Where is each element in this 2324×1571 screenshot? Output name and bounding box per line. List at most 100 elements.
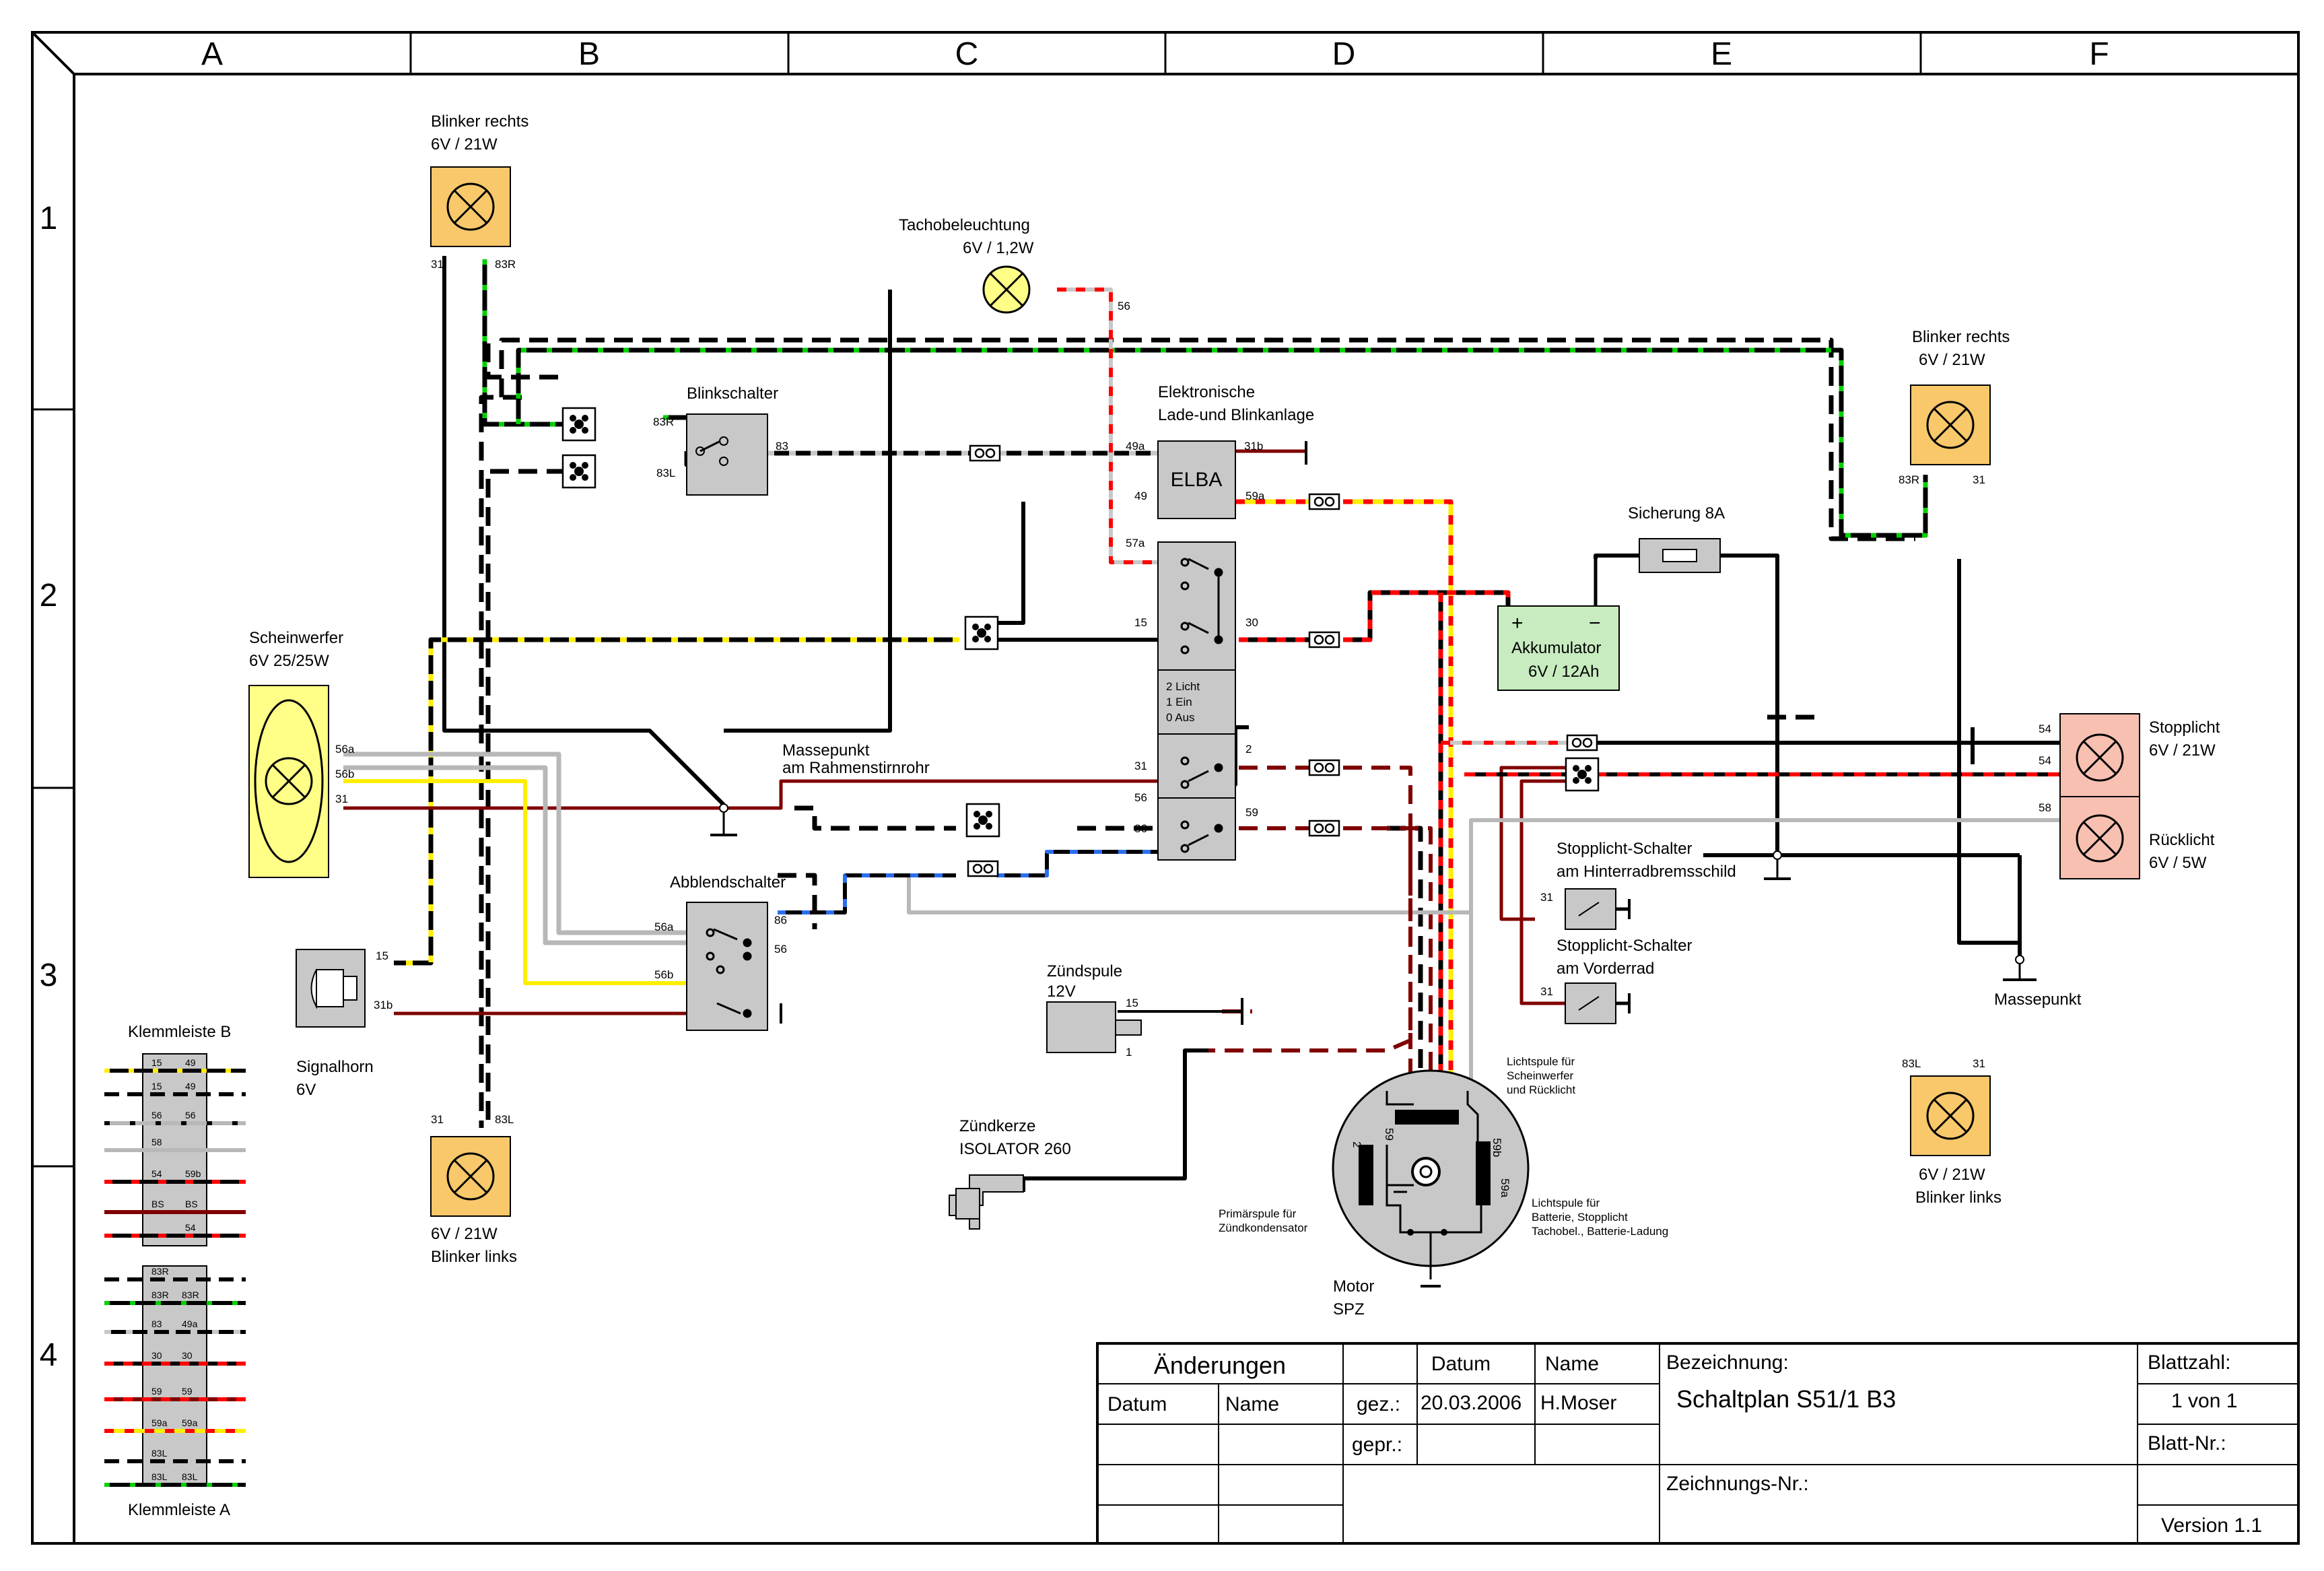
zuendspule: Zündspule 12V 15 1: [1046, 962, 1142, 1059]
label: Stopplicht-Schalter: [1557, 937, 1692, 955]
pin-label: 56: [1134, 791, 1147, 804]
klemmleiste-a-cells: 83R 83R 83R 83 49a 30 30 59 59 59a 59a 8…: [151, 1266, 199, 1482]
pin-label: 83R: [1899, 473, 1919, 486]
motor-annotations: Lichtspule für Scheinwerfer und Rücklich…: [1219, 1055, 1668, 1238]
label: Zündkondensator: [1219, 1222, 1308, 1234]
pin-label: 2: [1245, 743, 1252, 756]
label: Rücklicht: [2149, 831, 2215, 849]
klemmleiste-a: 83R 83R 83R 83 49a 30 30 59 59 59a 59a 8…: [104, 1265, 246, 1519]
label: Klemmleiste B: [128, 1023, 231, 1041]
label: Lichtspule für: [1532, 1197, 1600, 1209]
pin-label: 59: [1245, 806, 1258, 819]
label: und Rücklicht: [1507, 1083, 1575, 1096]
wires: [343, 256, 2060, 1192]
pin-label: 54: [185, 1222, 196, 1233]
signalhorn: 15 31b Signalhorn 6V: [296, 949, 392, 1099]
pin-label: 56: [185, 1110, 196, 1121]
label: Sicherung 8A: [1628, 504, 1725, 523]
pin-label: 56: [774, 943, 787, 956]
col-label: D: [1332, 36, 1356, 72]
pin-label: 59a: [151, 1417, 168, 1428]
massepunkt: Massepunkt: [1994, 955, 2082, 1009]
scheinwerfer: Scheinwerfer 6V 25/25W 56a 56b 31: [248, 629, 355, 878]
label: Blattzahl:: [2148, 1351, 2230, 1374]
pin-label: 59: [151, 1386, 162, 1397]
row-label: 2: [40, 578, 58, 613]
motor-spz: 2 59 59b 59a Motor SPZ: [1332, 1069, 1530, 1318]
label: Datum: [1431, 1353, 1491, 1375]
date-value: 20.03.2006: [1421, 1392, 1522, 1414]
pin-label: 86: [774, 914, 787, 927]
pin-label: 59a: [182, 1417, 198, 1428]
pin-label: 83R: [495, 258, 516, 271]
pin-label: 54: [2039, 754, 2051, 767]
pin-label: 31: [1973, 1057, 1985, 1070]
pin-label: 58: [151, 1137, 162, 1147]
label: Name: [1545, 1353, 1599, 1375]
label: Tachobel., Batterie-Ladung: [1532, 1225, 1668, 1238]
label: Blinker rechts: [431, 112, 528, 131]
pin-label: 83L: [151, 1471, 168, 1482]
label: Primärspule für: [1219, 1207, 1297, 1220]
label: Abblendschalter: [670, 873, 786, 892]
label: Blinker links: [1915, 1189, 2002, 1207]
col-label: A: [201, 36, 223, 72]
stopp-schalter-vorne: Stopplicht-Schalter am Vorderrad 31: [1540, 937, 1692, 1024]
pin-label: 31b: [374, 999, 392, 1011]
label: Massepunkt: [1994, 991, 2082, 1009]
col-label: C: [955, 36, 979, 72]
pin-label: 15: [376, 949, 388, 962]
label: 6V / 5W: [2149, 854, 2207, 872]
sheet-count: 1 von 1: [2171, 1390, 2237, 1412]
label: Stopplicht-Schalter: [1557, 840, 1692, 858]
pin-label: BS: [185, 1199, 198, 1209]
label: Datum: [1107, 1393, 1167, 1415]
label: Stopplicht: [2149, 718, 2220, 737]
pin-label: 58: [2039, 801, 2051, 814]
label: Blinker links: [431, 1248, 517, 1266]
blinker-rechts-right: Blinker rechts 6V / 21W 83R 31: [1899, 328, 2010, 486]
label: Zündspule: [1047, 962, 1122, 980]
row-label: 4: [40, 1337, 58, 1373]
label: gez.:: [1357, 1393, 1400, 1415]
author: H.Moser: [1540, 1392, 1616, 1414]
akkumulator: + − Akkumulator 6V / 12Ah: [1497, 605, 1620, 691]
pin-label: 30: [151, 1350, 162, 1361]
pin-label: 83L: [656, 467, 675, 479]
label: Blinker rechts: [1912, 328, 2010, 346]
pin-label: 15: [151, 1057, 162, 1068]
pin-label: 2: [1351, 1141, 1363, 1147]
pin-label: 57a: [1126, 537, 1145, 549]
label: 6V / 21W: [431, 1225, 498, 1243]
label: 0 Aus: [1166, 711, 1195, 724]
pin-label: 49a: [1126, 440, 1145, 453]
tachobeleuchtung: Tachobeleuchtung 6V / 1,2W 56: [899, 216, 1130, 314]
col-label: B: [578, 36, 600, 72]
pin-label: 56b: [335, 768, 354, 780]
pin-label: 59a: [1499, 1178, 1511, 1198]
elba-label: ELBA: [1171, 469, 1223, 491]
minus-icon: −: [1589, 612, 1601, 634]
pin-label: 54: [2039, 723, 2051, 735]
pin-label: 30: [182, 1350, 193, 1361]
pin-label: 83L: [151, 1448, 168, 1459]
pin-label: 31: [1134, 760, 1147, 772]
pin-label: 56: [151, 1110, 162, 1121]
elba: ELBA Elektronische Lade-und Blinkanlage …: [1126, 383, 1314, 519]
pin-label: 49: [1134, 490, 1147, 502]
pin-label: 15: [1134, 616, 1147, 629]
label: Bezeichnung:: [1666, 1351, 1789, 1374]
stopp-schalter-hinten: Stopplicht-Schalter am Hinterradbremssch…: [1540, 840, 1736, 930]
col-label: F: [2089, 36, 2109, 72]
label: 1 Ein: [1166, 696, 1192, 708]
pin-label: 83R: [182, 1290, 199, 1300]
label: 6V / 1,2W: [963, 239, 1034, 257]
grid-column-labels: A B C D E F: [201, 36, 2109, 72]
row-label: 3: [40, 958, 58, 993]
label: 6V / 21W: [2149, 741, 2216, 760]
pin-label: 83: [151, 1318, 162, 1329]
drawing-title: Schaltplan S51/1 B3: [1676, 1385, 1896, 1413]
label: 6V: [296, 1081, 316, 1099]
blinker-links-left: 31 83L 6V / 21W Blinker links: [430, 1113, 517, 1266]
label: Batterie, Stopplicht: [1532, 1211, 1628, 1224]
